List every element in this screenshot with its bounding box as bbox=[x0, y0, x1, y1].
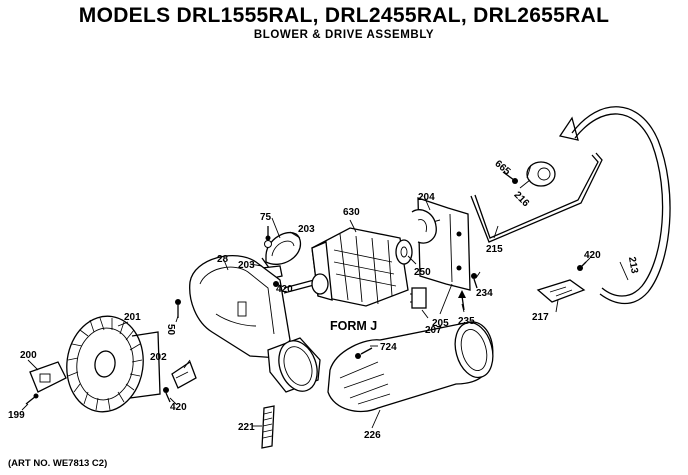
blower-wheel-201 bbox=[66, 315, 161, 413]
art-number: (ART NO. WE7813 C2) bbox=[8, 458, 108, 469]
leader-lines bbox=[21, 179, 629, 429]
label-216: 216 bbox=[512, 190, 532, 210]
label-202: 202 bbox=[150, 352, 167, 363]
label-207: 207 bbox=[425, 325, 442, 336]
screw-50 bbox=[175, 299, 181, 318]
label-28: 28 bbox=[217, 254, 229, 265]
label-50: 50 bbox=[165, 324, 176, 336]
label-75: 75 bbox=[260, 212, 272, 223]
label-665: 665 bbox=[492, 158, 512, 177]
label-200: 200 bbox=[20, 350, 37, 361]
label-203-upper: 203 bbox=[298, 224, 315, 235]
label-204: 204 bbox=[418, 192, 435, 203]
label-199: 199 bbox=[8, 410, 25, 421]
label-215: 215 bbox=[486, 244, 503, 255]
label-420-upper: 420 bbox=[276, 284, 293, 295]
label-203-lower: 203 bbox=[238, 260, 255, 271]
label-226: 226 bbox=[364, 430, 381, 441]
label-201: 201 bbox=[124, 312, 141, 323]
label-420-right: 420 bbox=[584, 250, 601, 261]
label-724: 724 bbox=[380, 342, 397, 353]
blower-housing-28 bbox=[189, 254, 291, 359]
form-label: FORM J bbox=[330, 319, 377, 333]
label-250: 250 bbox=[414, 267, 431, 278]
label-217: 217 bbox=[532, 312, 549, 323]
screw-234 bbox=[471, 273, 478, 289]
screw-724 bbox=[355, 347, 373, 359]
idler-bracket-217 bbox=[536, 261, 587, 303]
motor-clamp-204 bbox=[411, 209, 437, 244]
diagram-subtitle: BLOWER & DRIVE ASSEMBLY bbox=[253, 29, 435, 41]
screw-199 bbox=[25, 393, 39, 405]
label-234: 234 bbox=[476, 288, 493, 299]
label-630: 630 bbox=[343, 207, 360, 218]
drum-belt-213 bbox=[558, 106, 671, 305]
clip-200 bbox=[29, 361, 67, 393]
label-205: 205 bbox=[432, 318, 449, 329]
label-420-lower: 420 bbox=[170, 402, 187, 413]
blower-outlet bbox=[267, 337, 321, 393]
blower-wheel-blades bbox=[67, 317, 143, 411]
diagram-title: MODELS DRL1555RAL, DRL2455RAL, DRL2655RA… bbox=[78, 4, 610, 27]
belt-sample-221 bbox=[261, 405, 275, 449]
label-221: 221 bbox=[238, 422, 255, 433]
label-213: 213 bbox=[626, 256, 640, 275]
motor-switch-207 bbox=[410, 287, 427, 309]
idler-arm-215 bbox=[470, 152, 603, 243]
idler-pulley-216 bbox=[526, 161, 556, 187]
exhaust-duct-226 bbox=[327, 321, 494, 413]
screw-420-lower bbox=[163, 387, 171, 403]
label-235: 235 bbox=[458, 316, 475, 327]
screw-665 bbox=[502, 171, 518, 184]
screw-235 bbox=[458, 290, 466, 311]
bracket-202 bbox=[171, 361, 197, 389]
drive-motor-630 bbox=[283, 227, 413, 307]
screw-75 bbox=[265, 226, 271, 241]
